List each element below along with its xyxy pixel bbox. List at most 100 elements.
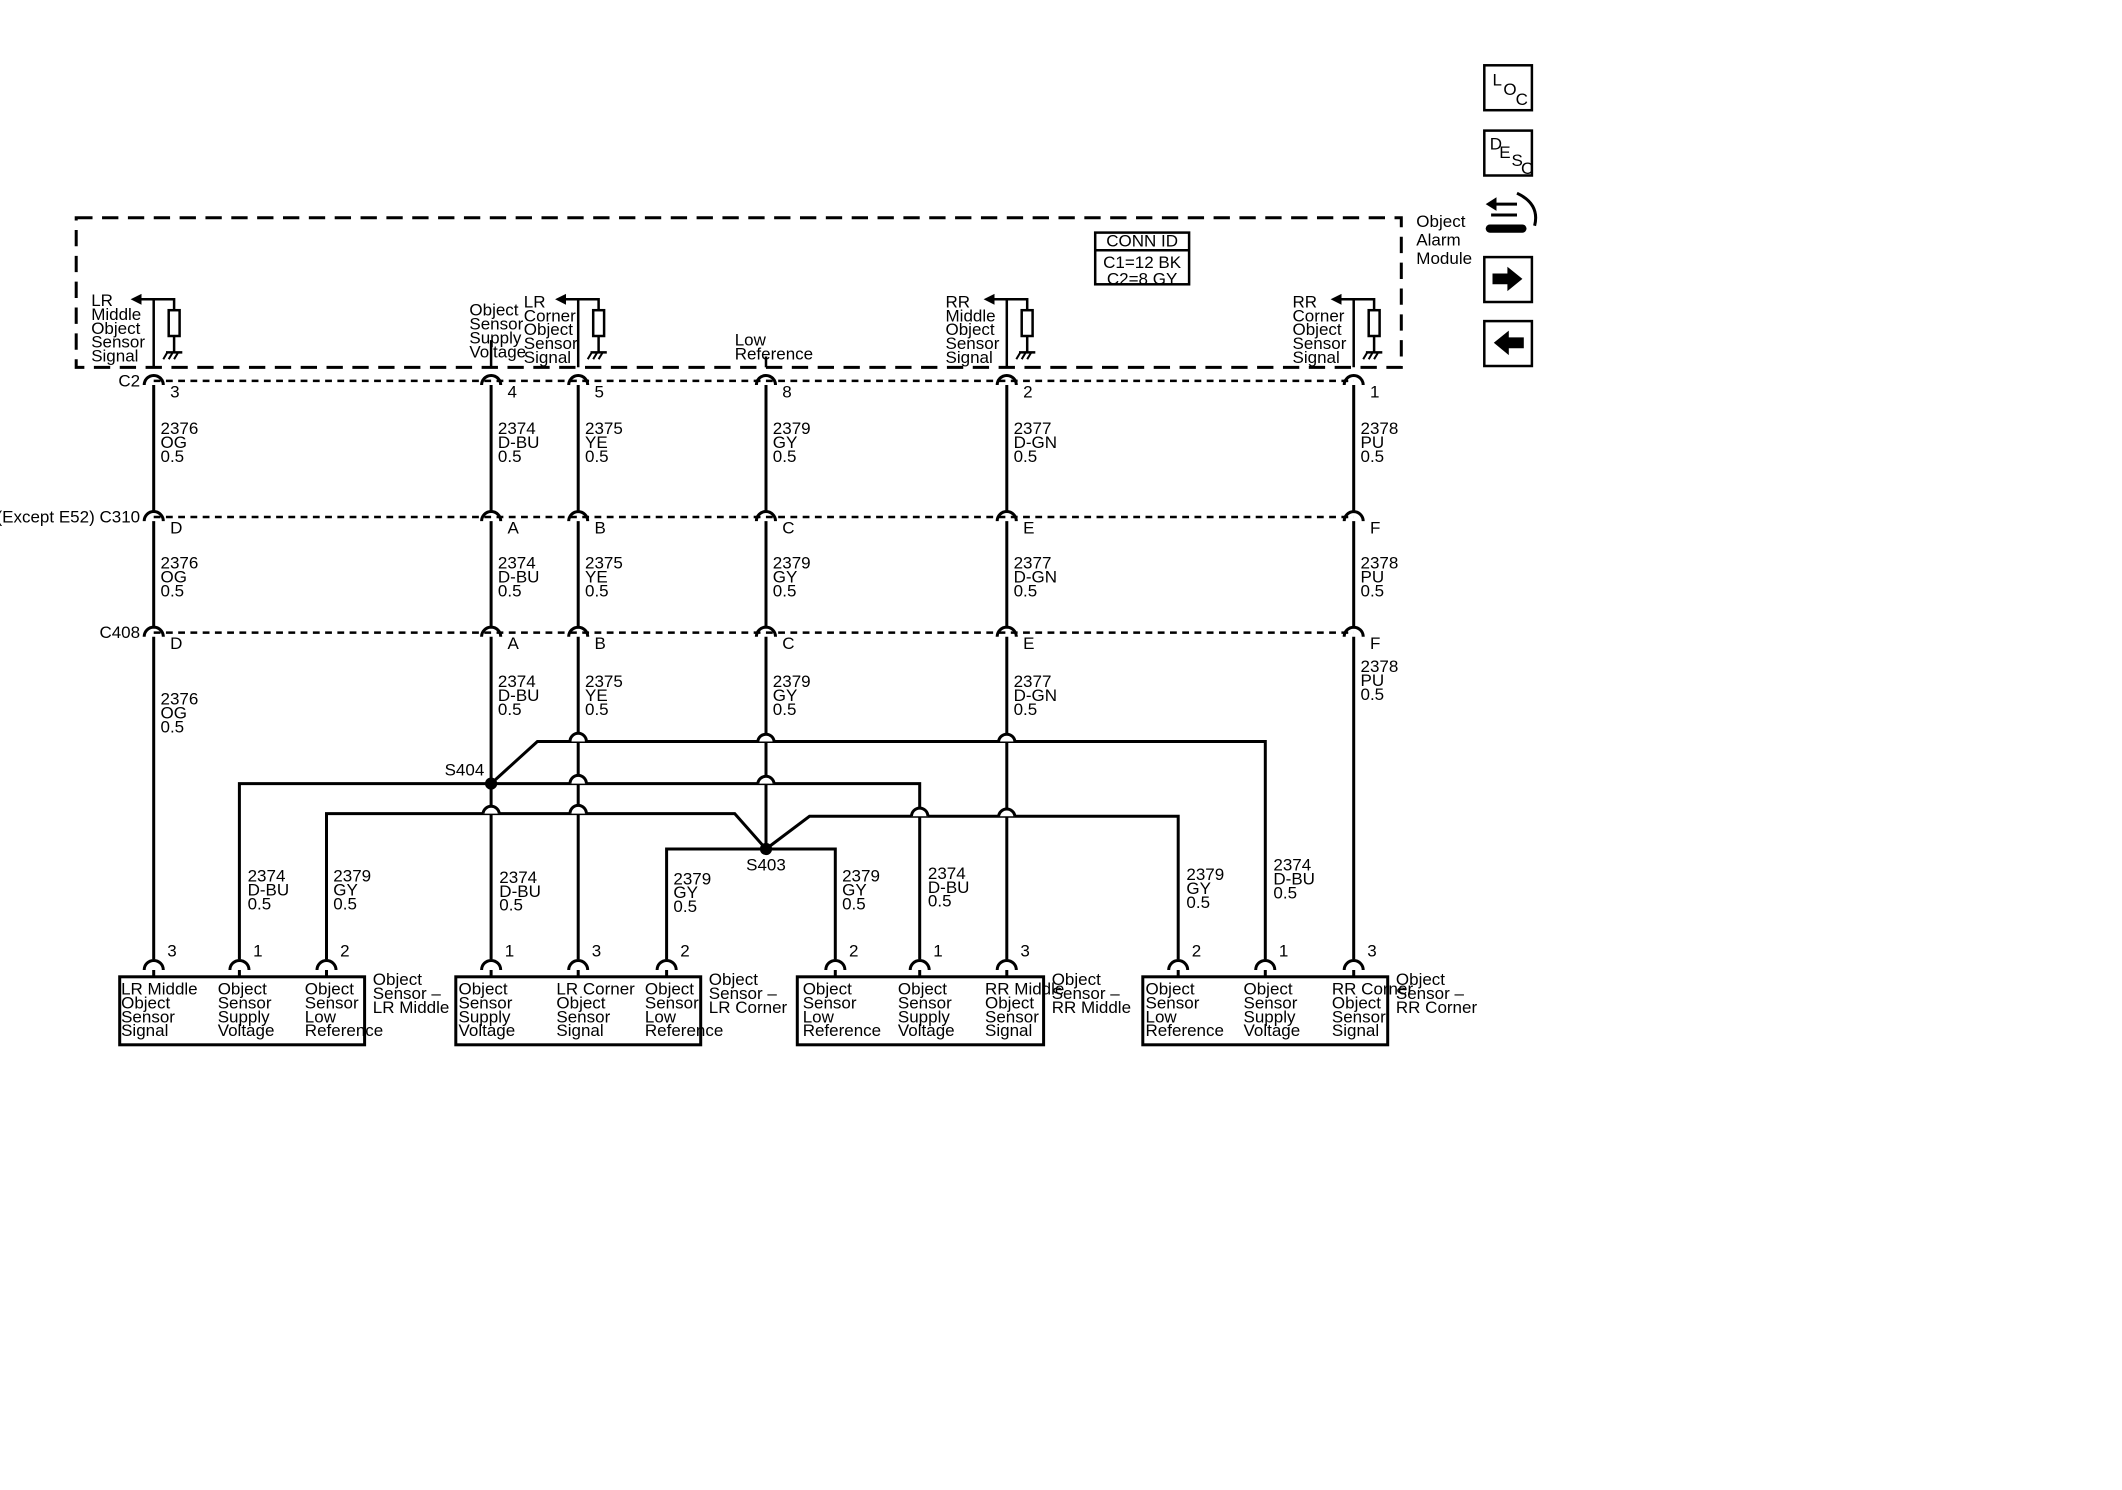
lowref-to-rr-middle-wire [766, 847, 837, 960]
sensor-pin-label: Object [1244, 980, 1293, 999]
ground-hatch [1015, 351, 1022, 360]
wire-crossover [910, 806, 930, 817]
desc-button[interactable] [1483, 129, 1534, 177]
module-input-label-rr-middle: RR [946, 293, 971, 312]
loc-letter: L [1493, 71, 1502, 90]
wire-label: 2374 [498, 672, 536, 691]
loc-button[interactable] [1483, 64, 1534, 112]
supply-to-rr-middle-wire [491, 782, 922, 960]
branch-wire-label: 0.5 [928, 892, 952, 911]
module-input-label-supply: Sensor [469, 315, 523, 334]
icon-wrench-handle [1485, 224, 1527, 233]
sensor-pin-number: 3 [1367, 941, 1376, 960]
c2-pin-label: 3 [170, 382, 179, 401]
pullup-resistor [1020, 308, 1034, 338]
conn-id-value: C1=12 BK [1103, 253, 1182, 272]
sensor-pin-label: Object [305, 980, 354, 999]
wire-crossover [481, 804, 501, 814]
c408-pin-label: F [1370, 634, 1380, 653]
module-input-label-supply: Voltage [469, 342, 526, 361]
sensor-pin-label: Supply [898, 1007, 950, 1026]
c2-terminal [995, 373, 1018, 386]
wire-label: 0.5 [773, 700, 797, 719]
sensor-name-label: Object [373, 970, 422, 989]
sensor-pin-label: Sensor [645, 993, 699, 1012]
c2-pin-label: 1 [1370, 382, 1379, 401]
sensor-terminal [1342, 959, 1365, 971]
sensor-pin-label: Supply [218, 1007, 270, 1026]
module-input-label-rr-corner: Corner [1293, 306, 1345, 325]
module-input-label-rr-middle: Object [946, 320, 995, 339]
branch-wire-label: 2374 [248, 867, 286, 886]
branch-wire-label: 0.5 [673, 897, 697, 916]
connector-wrench-icon[interactable] [1485, 191, 1538, 233]
wire-label: 0.5 [1014, 581, 1038, 600]
sensor-name-label: RR Corner [1396, 998, 1478, 1017]
c310-connector-name: (Except E52) C310 [0, 507, 140, 526]
wire-label: PU [1361, 568, 1385, 587]
desc-letter: D [1490, 135, 1502, 154]
wire-crossover [568, 803, 588, 814]
c310-pin-label: F [1370, 518, 1380, 537]
conn-id-value: C2=8 GY [1107, 269, 1177, 288]
sensor-terminal [315, 959, 338, 971]
module-input-label-lr-corner: Sensor [524, 334, 578, 353]
branch-wire-label: GY [333, 881, 358, 900]
c408-pin-label: E [1023, 634, 1034, 653]
sensor-terminal [228, 958, 251, 971]
c310-terminal [567, 510, 590, 522]
wire-label: 2377 [1014, 554, 1052, 573]
sensor-pin-label: Sensor [556, 1007, 610, 1026]
sensor-pin-label: Object [1146, 980, 1195, 999]
wire-label: 0.5 [161, 447, 185, 466]
module-input-label-lr-corner: Corner [524, 306, 576, 325]
c2-terminal [1342, 374, 1365, 386]
branch-wire-label: 2374 [928, 864, 966, 883]
c2-terminal [142, 373, 165, 386]
sensor-pin-number: 2 [680, 941, 689, 960]
wire-label: OG [161, 433, 187, 452]
wire-label: 2375 [585, 419, 623, 438]
sensor-pin-label: Signal [1332, 1021, 1379, 1040]
wire-label: 2378 [1361, 554, 1399, 573]
wire-crossover [997, 732, 1017, 742]
ground-hatch [1026, 351, 1033, 360]
ground-hatch [597, 351, 604, 360]
wire-crossover [568, 731, 588, 742]
sensor-pin-label: Low [1146, 1007, 1178, 1026]
c2-pin-label: 5 [595, 382, 604, 401]
sensor-pin-label: Reference [645, 1021, 723, 1040]
arrow-right-button[interactable] [1483, 255, 1534, 304]
arrow-left-icon [1493, 330, 1524, 356]
module-name-label: Module [1416, 249, 1472, 268]
wire-crossover [997, 807, 1017, 817]
module-input-label-supply: Supply [469, 328, 521, 347]
wire-label: YE [585, 433, 608, 452]
wire-label: 2374 [498, 419, 536, 438]
wire-crossover [568, 773, 588, 784]
c310-pin-label: B [595, 518, 606, 537]
wire-label: D-GN [1014, 433, 1057, 452]
branch-wire-label: GY [842, 881, 867, 900]
wire-label: 0.5 [161, 718, 185, 737]
branch-wire-label: GY [673, 883, 698, 902]
wire-label: 2376 [161, 419, 199, 438]
pullup-resistor [167, 308, 181, 338]
c2-pin-label: 4 [508, 382, 517, 401]
sensor-pin-number: 1 [1279, 941, 1288, 960]
sensor-pin-label: Object [985, 993, 1034, 1012]
sensor-pin-label: Voltage [1244, 1021, 1301, 1040]
sensor-pin-label: Supply [459, 1007, 511, 1026]
sensor-pin-number: 1 [933, 941, 942, 960]
sensor-pin-number: 1 [253, 941, 262, 960]
conn-id-header: CONN ID [1106, 231, 1178, 250]
arrow-left-button[interactable] [1483, 319, 1534, 368]
sensor-pin-label: Sensor [1146, 993, 1200, 1012]
sensor-pin-number: 2 [849, 941, 858, 960]
desc-letter: S [1512, 151, 1523, 170]
sensor-pin-label: Object [121, 993, 170, 1012]
sensor-pin-number: 2 [1192, 941, 1201, 960]
module-input-label-lr-middle: Signal [91, 347, 138, 366]
branch-wire-label: 0.5 [248, 894, 272, 913]
sensor-pin-label: Low [645, 1007, 677, 1026]
